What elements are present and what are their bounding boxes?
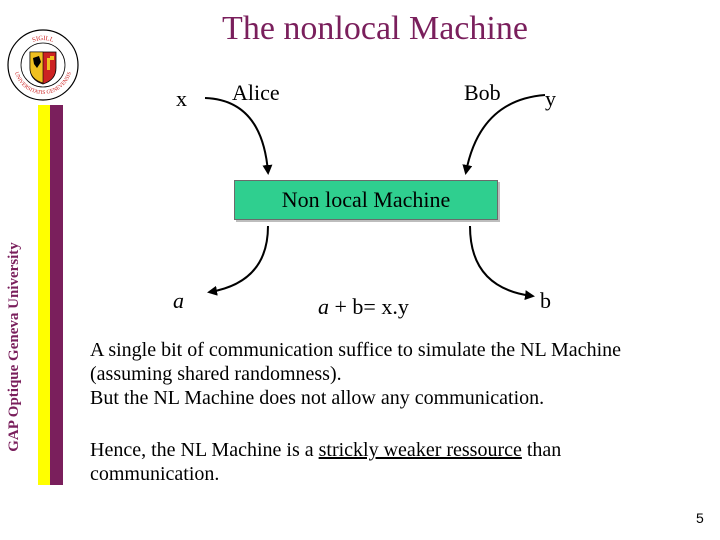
paragraph-line: But the NL Machine does not allow any co… [90,387,545,409]
slide-title: The nonlocal Machine [222,10,528,47]
arrow-x-to-machine [204,97,273,175]
equation-a: a [318,294,329,319]
page-number: 5 [696,510,704,526]
arrow-machine-to-a [207,225,269,296]
arrow-machine-to-b [469,225,535,301]
input-y-label: y [545,86,556,111]
paragraph-line: A single bit of communication suffice to… [90,339,621,361]
university-seal-logo: SIGILL UNIVERSITATIS GENEVENSIS [7,29,79,101]
paragraph-line: communication. [90,463,220,485]
equation-rest: + b= x.y [329,294,409,319]
output-b-label: b [540,288,551,313]
equation: a + b= x.y [318,294,409,320]
paragraph-line: (assuming shared randomness). [90,363,342,385]
input-x-label: x [176,86,187,111]
conclusion-suffix: than [521,439,562,461]
nonlocal-machine-box: Non local Machine [234,180,498,220]
side-stripe-purple [50,105,63,485]
seal-top-text: SIGILL [31,35,54,44]
explanation-paragraph: A single bit of communication suffice to… [90,338,710,410]
side-stripe-yellow [38,105,50,485]
alice-label: Alice [232,80,280,105]
conclusion-underlined: strickly weaker ressource [318,439,522,461]
arrow-y-to-machine [462,94,546,175]
output-a-label: a [173,288,184,313]
conclusion-prefix: Hence, the NL Machine is a [90,439,319,461]
conclusion-paragraph: Hence, the NL Machine is a strickly weak… [90,438,710,486]
paragraph-line: Hence, the NL Machine is a strickly weak… [90,438,710,462]
bob-label: Bob [464,80,501,105]
